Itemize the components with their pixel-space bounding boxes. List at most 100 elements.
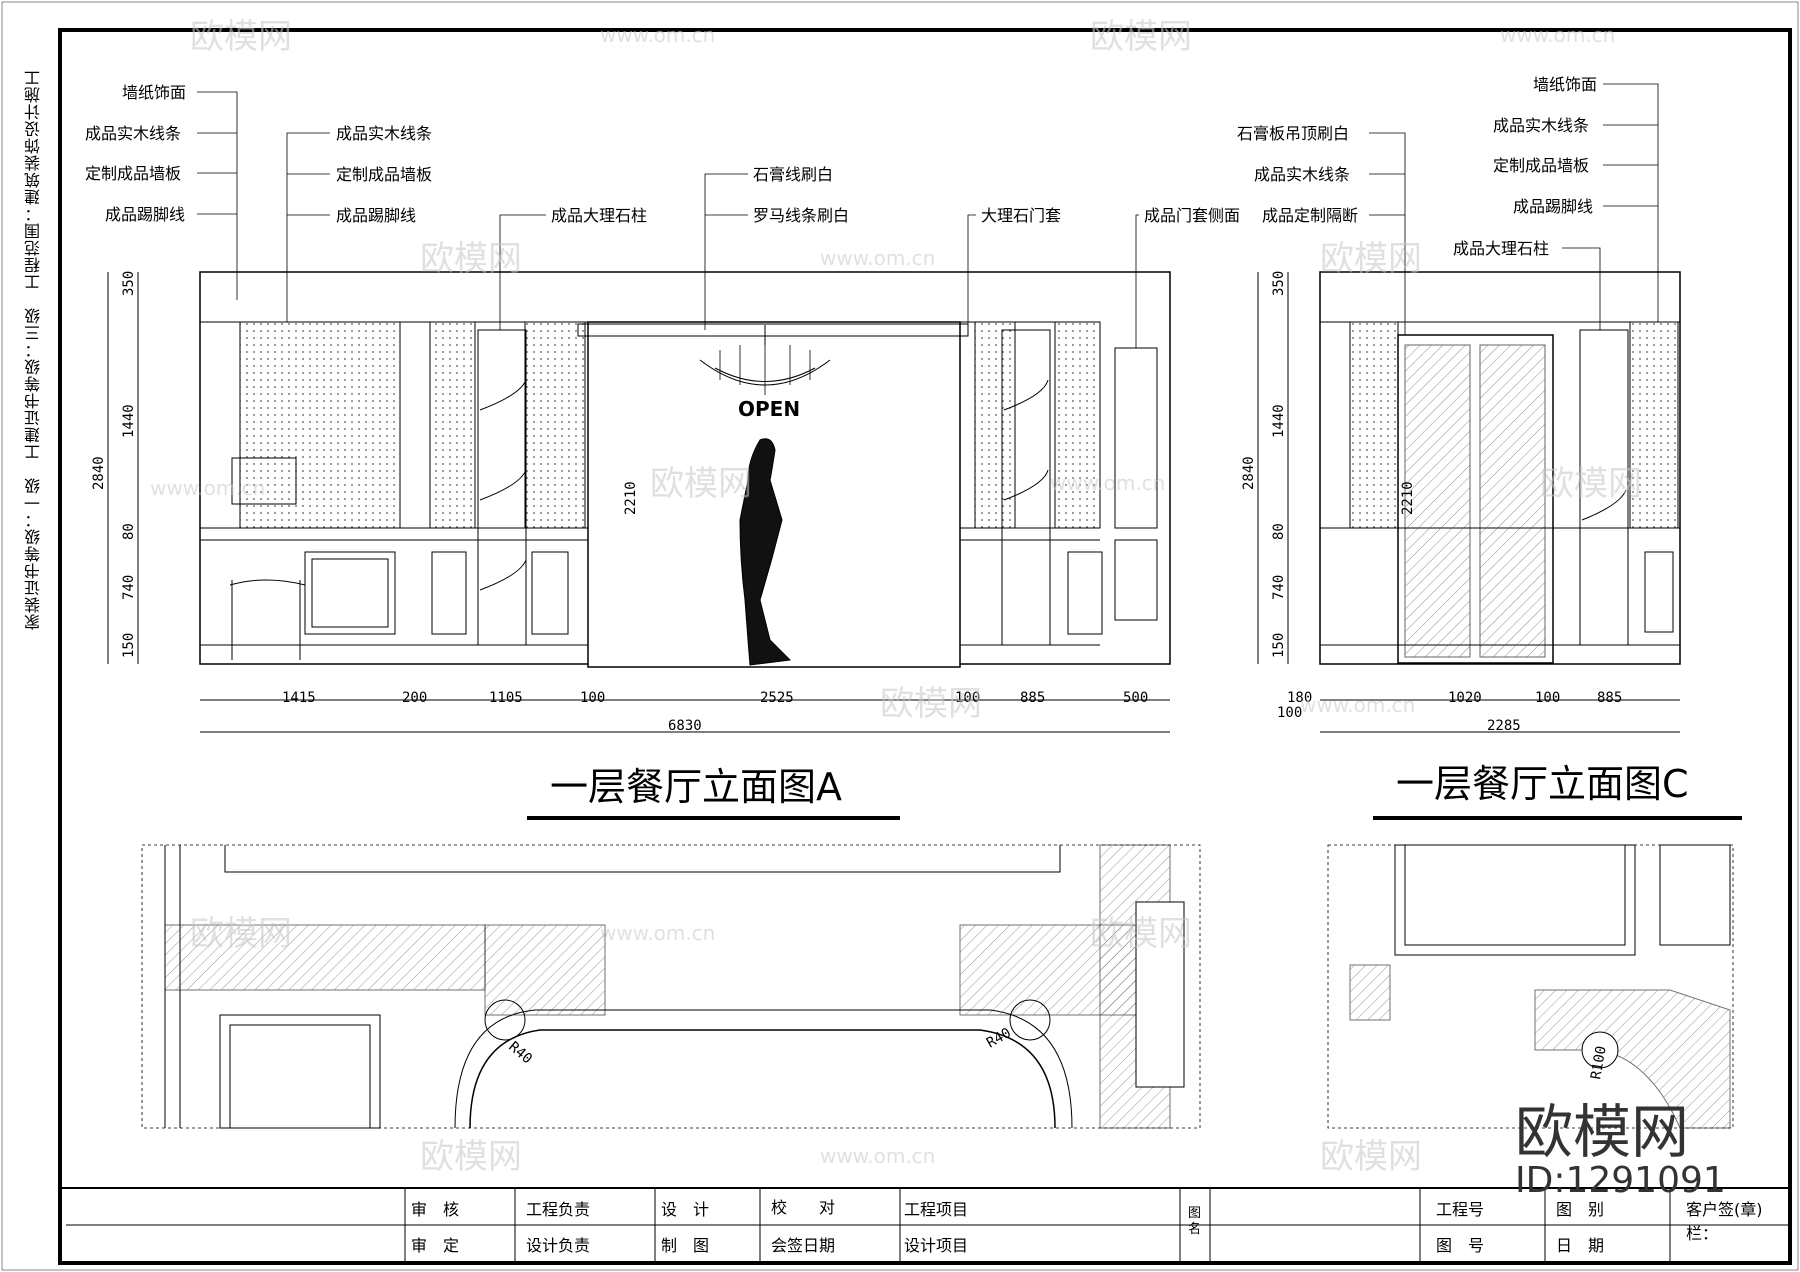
- label-a-right-1: 大理石门套: [981, 206, 1061, 225]
- dim-a-h4: 740: [121, 575, 137, 600]
- door-panel: [1114, 539, 1158, 621]
- tb-drafting: 制 图: [661, 1236, 710, 1255]
- marble-column: [477, 329, 527, 646]
- dim-c-h4: 740: [1271, 575, 1287, 600]
- plan-r3: R100: [1588, 1045, 1610, 1081]
- wainscot-panel: [304, 551, 396, 635]
- dim-a-w8: 500: [1123, 690, 1148, 706]
- dim-a-w7: 885: [1020, 690, 1045, 706]
- label-c-right-3: 定制成品墙板: [1493, 156, 1589, 175]
- title-block: [60, 1187, 1790, 1263]
- dim-c-h1: 350: [1271, 271, 1287, 296]
- dim-c-w3: 1020: [1448, 690, 1482, 706]
- tb-drawing-name-1: 图: [1188, 1206, 1202, 1221]
- drawing-frame: [58, 28, 1792, 1265]
- wallpaper-panel: [524, 321, 586, 529]
- wainscot-panel: [431, 551, 467, 635]
- watermark-brand: 欧模网: [1090, 17, 1192, 57]
- label-c-left-2: 成品实木线条: [1254, 165, 1350, 184]
- dim-a-w2: 200: [402, 690, 427, 706]
- wallpaper-panel: [974, 321, 1016, 529]
- marble-column: [1001, 329, 1051, 646]
- wallpaper-panel: [1054, 321, 1101, 529]
- dim-c-w5: 885: [1597, 690, 1622, 706]
- watermark-brand: 欧模网: [1320, 1137, 1422, 1177]
- wallpaper-panel: [239, 321, 401, 529]
- plan-r2: R40: [984, 1025, 1014, 1052]
- watermark-brand: 欧模网: [1090, 914, 1192, 954]
- wainscot-panel: [531, 551, 569, 635]
- watermark-brand: 欧模网: [420, 1137, 522, 1177]
- tb-drawing-name-2: 名: [1188, 1222, 1202, 1237]
- plan-section-a: R40 R40: [141, 844, 1201, 1129]
- dim-a-h1: 350: [121, 271, 137, 296]
- label-a-mid-1: 成品实木线条: [336, 124, 432, 143]
- tb-design-lead: 设计负责: [526, 1236, 591, 1255]
- wainscot-panel: [1067, 551, 1103, 635]
- title-elevation-c: 一层餐厅立面图C: [1396, 762, 1689, 806]
- brand-logo-text: 欧模网: [1515, 1098, 1690, 1166]
- title-elevation-a: 一层餐厅立面图A: [550, 765, 842, 809]
- dim-a-w6: 100: [955, 690, 980, 706]
- watermark-url: www.om.cn: [600, 23, 715, 47]
- tb-project-item: 工程项目: [904, 1200, 969, 1219]
- tb-sign-date: 会签日期: [771, 1236, 836, 1255]
- tb-date: 日 期: [1556, 1236, 1605, 1255]
- label-c-right-2: 成品实木线条: [1493, 116, 1589, 135]
- dim-c-total-h: 2840: [1241, 456, 1257, 490]
- plan-section-c: R100: [1327, 844, 1734, 1129]
- dim-a-h5: 150: [121, 633, 137, 658]
- tb-design: 设 计: [661, 1200, 710, 1219]
- wallpaper-panel: [429, 321, 476, 529]
- wainscot-panel: [1644, 551, 1674, 633]
- plan-r1: R40: [505, 1039, 535, 1068]
- open-sign: OPEN: [738, 397, 800, 421]
- wallpaper-panel: [1349, 321, 1399, 529]
- watermark-brand: 欧模网: [1320, 239, 1422, 279]
- dim-a-w5: 2525: [760, 690, 794, 706]
- title-block-text: 审 核 工程负责 设 计 校 对 工程项目 图 工程号 图 别 客户签(章)栏：…: [66, 1188, 1780, 1260]
- woman-figure: [739, 438, 792, 666]
- watermark-brand: 欧模网: [880, 684, 982, 724]
- wallpaper-panel: [1629, 321, 1679, 529]
- watermark-brand: 欧模网: [190, 17, 292, 57]
- watermark-url: www.om.cn: [600, 921, 715, 945]
- label-a-mid-2: 定制成品墙板: [336, 165, 432, 184]
- dim-a-h3: 80: [121, 523, 137, 540]
- tb-project-no: 工程号: [1436, 1200, 1485, 1219]
- watermark-brand: 欧模网: [1540, 464, 1642, 504]
- dim-a-w4: 100: [580, 690, 605, 706]
- chandelier: [699, 325, 831, 395]
- label-c-left-3: 成品定制隔断: [1262, 206, 1358, 225]
- watermark-brand: 欧模网: [650, 464, 752, 504]
- elevation-c-outline: [1319, 271, 1681, 665]
- tb-review: 审 核: [411, 1200, 460, 1219]
- watermark-url: www.om.cn: [1300, 693, 1415, 717]
- label-a-left-3: 定制成品墙板: [85, 164, 181, 183]
- dim-c-w2: 100: [1277, 705, 1302, 721]
- dim-a-opening-h: 2210: [623, 481, 639, 515]
- label-c-right-1: 墙纸饰面: [1533, 75, 1597, 94]
- tb-proofread: 校 对: [771, 1198, 836, 1217]
- brand-id: ID:1291091: [1515, 1160, 1726, 1201]
- tb-design-item: 设计项目: [904, 1236, 969, 1255]
- label-c-left-1: 石膏板吊顶刷白: [1237, 124, 1349, 143]
- wall-lamp: [231, 457, 297, 505]
- tb-client-sign: 客户签(章)栏：: [1686, 1200, 1763, 1243]
- watermark-url: www.om.cn: [1050, 471, 1165, 495]
- dim-c-w4: 100: [1535, 690, 1560, 706]
- label-a-mid-3: 成品踢脚线: [336, 206, 416, 225]
- tb-approve: 审 定: [411, 1236, 460, 1255]
- elevation-c: [1257, 271, 1681, 733]
- marble-column: [1579, 329, 1629, 646]
- dim-c-h2: 1440: [1271, 404, 1287, 438]
- tb-drawing-no: 图 号: [1436, 1236, 1485, 1255]
- dim-a-total-h: 2840: [91, 456, 107, 490]
- dim-c-h5: 150: [1271, 633, 1287, 658]
- label-c-column: 成品大理石柱: [1453, 239, 1549, 258]
- label-a-right-2: 成品门套侧面: [1144, 206, 1240, 225]
- elevation-a: [107, 271, 1171, 733]
- door-panel: [1114, 347, 1158, 529]
